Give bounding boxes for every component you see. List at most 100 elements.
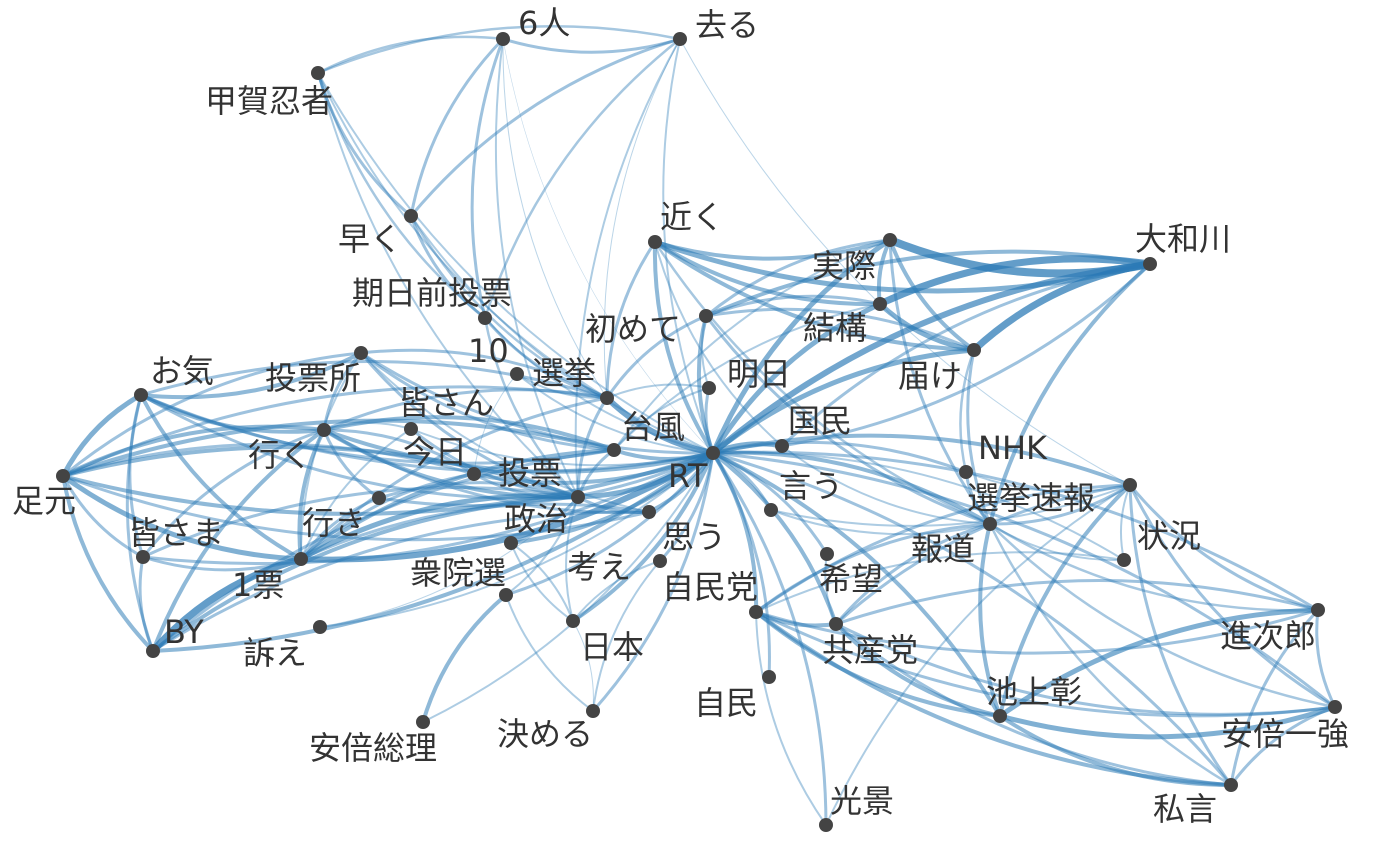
edge-kimeru-rt [591, 451, 715, 713]
node-jokyo [1117, 553, 1131, 567]
edge-taifu-iku [322, 415, 616, 452]
edge-saru-hodo [679, 38, 1131, 486]
edge-sokuho-jokyo [989, 523, 1125, 562]
edge-tohyo-minasama [141, 485, 580, 559]
edge-jissai-taifu [613, 239, 891, 451]
edge-nihon-rt [571, 451, 715, 623]
node-label-jiminto: 自民党 [662, 568, 758, 606]
node-senkyo [600, 391, 614, 405]
node-label-abeikkyo: 安倍一強 [1221, 715, 1349, 753]
node-label-kijitsu: 期日前投票 [352, 274, 512, 312]
node-label-minasan: 皆さん [398, 384, 494, 422]
edge-shuin-kimeru [505, 594, 594, 712]
node-label-sokuho: 選挙速報 [967, 479, 1095, 517]
edge-oki-by [125, 393, 155, 653]
edge-ikisaki-rt [377, 451, 715, 508]
node-label-iku: 行く [248, 436, 312, 474]
edge-tohyojo-ashimoto [61, 351, 363, 478]
node-label-kyosanto: 共産党 [822, 631, 918, 669]
node-6nin [496, 32, 510, 46]
node-ippyo [294, 552, 308, 566]
edge-kimeru-nihon [572, 620, 594, 712]
node-label-omou: 思う [662, 518, 726, 556]
node-label-tohyo: 投票 [498, 454, 562, 492]
edge-saru-hayaku [409, 37, 682, 218]
edge-kangae-rt [658, 451, 715, 563]
edge-todoke-rt [710, 347, 977, 456]
edge-jiminto-rt [711, 451, 759, 614]
edge-taifu-ippyo [299, 448, 616, 561]
edge-tohyojo-omou [360, 352, 650, 513]
edge-shuin-rt [504, 451, 715, 597]
edge-senkyo-tohyo [576, 396, 609, 499]
node-kekko [873, 297, 887, 311]
edge-hodo-kyosanto [834, 483, 1132, 626]
node-label-shigen: 私言 [1153, 790, 1217, 828]
edge-ashimoto-ippyo [60, 473, 304, 562]
node-iu [764, 503, 778, 517]
node-taifu [607, 443, 621, 457]
node-kangae [653, 554, 667, 568]
edge-kekko-hajimete [704, 294, 882, 318]
node-label-jimin: 自民 [694, 684, 758, 722]
node-tohyo [571, 490, 585, 504]
edge-tohyo-nihon [565, 496, 579, 622]
node-kyo [467, 467, 481, 481]
node-jissai [883, 233, 897, 247]
node-label-abesori: 安倍総理 [309, 729, 437, 767]
edge-senkyo-rt [604, 395, 716, 456]
edge-tohyo-ikisaki [377, 481, 580, 500]
edge-hodo-jiminto [754, 483, 1132, 614]
edge-tohyo-ashimoto [61, 445, 580, 499]
edge-layer [60, 24, 1338, 827]
edge-hayaku-rt [410, 215, 714, 454]
edge-ashimoto-omou [61, 474, 651, 542]
node-label-taifu: 台風 [621, 408, 685, 446]
edge-shinjiro-shigen [1229, 608, 1320, 787]
edge-kangae-kimeru [592, 560, 661, 712]
edge-daiwa-kokumin [780, 262, 1152, 448]
edge-sokuho-shigen [988, 522, 1233, 787]
edge-chikaku-sokuho [653, 240, 992, 526]
edge-oki-iku [139, 393, 326, 434]
node-kibo [820, 547, 834, 561]
edge-saru-senkyo [603, 38, 681, 399]
edge-ippyo-rt [298, 450, 716, 563]
edge-shinjiro-ikegami [997, 607, 1321, 719]
node-label-ikegami: 池上彰 [986, 673, 1082, 711]
edge-kekko-todoke [877, 301, 977, 353]
edge-ikegami-abeikkyo [997, 704, 1338, 740]
edge-ikegami-shigen [998, 714, 1233, 788]
edge-kijitsu-senkyo [483, 316, 609, 400]
edge-koka-hayaku [316, 71, 413, 218]
edge-chikaku-daiwa [652, 239, 1153, 294]
node-label-hodo: 報道 [911, 530, 975, 568]
node-tohyojo [354, 346, 368, 360]
node-iku [317, 423, 331, 437]
edge-koka-kijitsu [316, 71, 487, 320]
edge-shuin-abesori [421, 593, 508, 724]
edge-kyo-ashimoto [61, 442, 476, 478]
node-saru [673, 32, 687, 46]
edge-omou-by [151, 510, 651, 653]
edge-minasan-ippyo [300, 428, 412, 560]
node-label-kimeru: 決める [497, 715, 593, 753]
node-label-hayaku: 早く [338, 220, 402, 258]
node-nihon [566, 614, 580, 628]
edge-jissai-todoke [888, 238, 976, 352]
edge-nihon-seiji [510, 542, 574, 622]
edge-oki-tohyojo [139, 351, 363, 400]
node-kijitsu [478, 311, 492, 325]
edge-taifu-ashimoto [61, 418, 616, 478]
edge-ashimoto-minasama [61, 474, 145, 559]
edge-kijitsu-tohyo [483, 316, 580, 499]
node-label-ashita: 明日 [727, 355, 791, 393]
node-label-senkyo: 選挙 [532, 354, 596, 392]
node-label-kangae: 考え [567, 548, 631, 586]
edge-oki-minasama [128, 393, 145, 559]
edge-abesori-rt [422, 452, 714, 723]
edge-iku-ashimoto [61, 424, 326, 478]
node-label-minasama: 皆さま [128, 514, 224, 552]
edge-chikaku-senkyo [605, 240, 657, 400]
edge-sokuho-rt [711, 450, 992, 526]
